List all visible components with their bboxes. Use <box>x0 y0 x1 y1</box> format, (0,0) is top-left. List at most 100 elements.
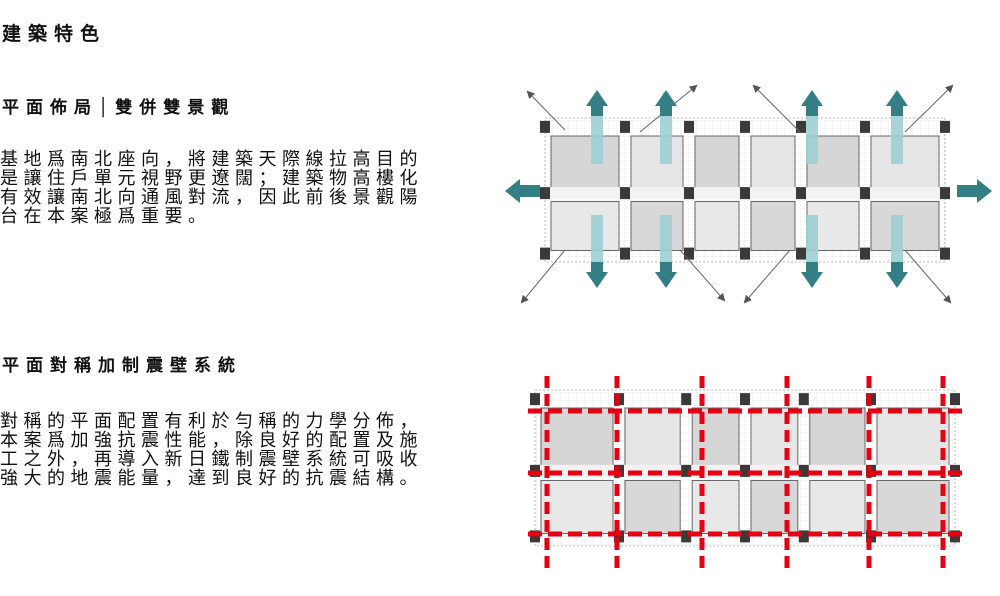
room <box>540 479 614 535</box>
body-line: 強大的地震能量，達到良好的抗震結構。 <box>0 468 423 489</box>
column <box>798 464 809 477</box>
airflow-arrow-up <box>655 90 677 106</box>
column <box>860 187 870 200</box>
airflow-shaft <box>518 185 540 197</box>
airflow-shaft <box>957 185 979 197</box>
airflow-shaft <box>591 104 603 116</box>
column <box>530 393 540 406</box>
body-line: 有效讓南北向通風對流，因此前後景觀陽 <box>0 187 423 208</box>
column <box>740 120 750 133</box>
airflow-arrow-right <box>977 179 992 203</box>
column <box>740 247 750 260</box>
column <box>796 120 806 133</box>
room <box>694 201 740 251</box>
airflow-shaft <box>806 262 818 274</box>
airflow-band <box>806 114 818 164</box>
column <box>740 530 750 543</box>
room <box>624 407 681 468</box>
body-line: 本案爲加強抗震性能，除良好的配置及施 <box>0 430 423 451</box>
airflow-arrow-up <box>801 90 823 106</box>
view-arrow <box>904 84 954 133</box>
room <box>694 135 740 192</box>
column <box>796 247 806 260</box>
column <box>798 530 809 543</box>
view-arrow <box>679 249 726 302</box>
column <box>798 393 809 406</box>
column <box>940 247 950 260</box>
airflow-band <box>591 215 603 265</box>
body-line: 工之外，再導入新日鐵制震壁系統可吸收 <box>0 449 423 470</box>
room <box>750 407 799 468</box>
section-heading-layout: 平面佈局│雙併雙景觀 <box>2 98 236 118</box>
column <box>950 393 960 406</box>
column <box>540 187 550 200</box>
body-line: 是讓住戶單元視野更遼闊；建築物高樓化 <box>0 168 423 189</box>
room <box>750 479 799 535</box>
room <box>550 201 620 251</box>
column <box>940 187 950 200</box>
airflow-band <box>891 215 903 265</box>
airflow-band <box>591 114 603 164</box>
view-arrow <box>904 249 952 304</box>
section-body-layout: 基地爲南北座向，將建築天際線拉高目的 是讓住戶單元視野更遼闊；建築物高樓化 有效… <box>0 150 440 226</box>
column <box>740 464 750 477</box>
airflow-arrow-left <box>505 179 520 203</box>
column <box>620 247 630 260</box>
airflow-arrow-down <box>801 272 823 288</box>
view-arrow <box>743 249 791 304</box>
section-body-structure: 對稱的平面配置有利於勻稱的力學分佈， 本案爲加強抗震性能，除良好的配置及施 工之… <box>0 412 440 488</box>
room <box>876 407 950 468</box>
room <box>630 135 684 192</box>
column <box>940 120 950 133</box>
column <box>681 530 692 543</box>
room <box>540 407 614 468</box>
airflow-shaft <box>806 104 818 116</box>
page-title: 建築特色 <box>2 23 107 45</box>
airflow-shaft <box>660 262 672 274</box>
room <box>624 479 681 535</box>
airflow-shaft <box>891 104 903 116</box>
column <box>684 187 694 200</box>
airflow-arrow-up <box>586 90 608 106</box>
view-arrow <box>752 84 801 133</box>
column <box>620 187 630 200</box>
column <box>684 120 694 133</box>
airflow-band <box>660 114 672 164</box>
body-line: 基地爲南北座向，將建築天際線拉高目的 <box>0 149 423 170</box>
airflow-band <box>660 215 672 265</box>
column <box>740 393 750 406</box>
room <box>870 201 940 251</box>
room <box>550 135 620 192</box>
column <box>796 187 806 200</box>
room <box>691 479 740 535</box>
room <box>691 407 740 468</box>
airflow-shaft <box>660 104 672 116</box>
room <box>809 479 866 535</box>
room <box>870 135 940 192</box>
column <box>684 247 694 260</box>
airflow-shaft <box>891 262 903 274</box>
floor-plan-ventilation <box>505 84 992 304</box>
airflow-arrow-down <box>655 272 677 288</box>
room <box>750 135 796 192</box>
room <box>876 479 950 535</box>
airflow-arrow-down <box>886 272 908 288</box>
column <box>860 120 870 133</box>
body-line: 對稱的平面配置有利於勻稱的力學分佈， <box>0 411 423 432</box>
column <box>540 247 550 260</box>
column <box>860 247 870 260</box>
room <box>630 201 684 251</box>
floor-plan-shear-walls <box>528 376 962 572</box>
column <box>620 120 630 133</box>
airflow-band <box>806 215 818 265</box>
view-arrow <box>526 90 566 131</box>
section-heading-structure: 平面對稱加制震壁系統 <box>2 356 242 376</box>
body-line: 台在本案極爲重要。 <box>0 206 212 227</box>
column <box>681 393 692 406</box>
airflow-band <box>891 114 903 164</box>
column <box>740 187 750 200</box>
airflow-arrow-up <box>886 90 908 106</box>
airflow-shaft <box>591 262 603 274</box>
room <box>750 201 796 251</box>
column <box>540 120 550 133</box>
